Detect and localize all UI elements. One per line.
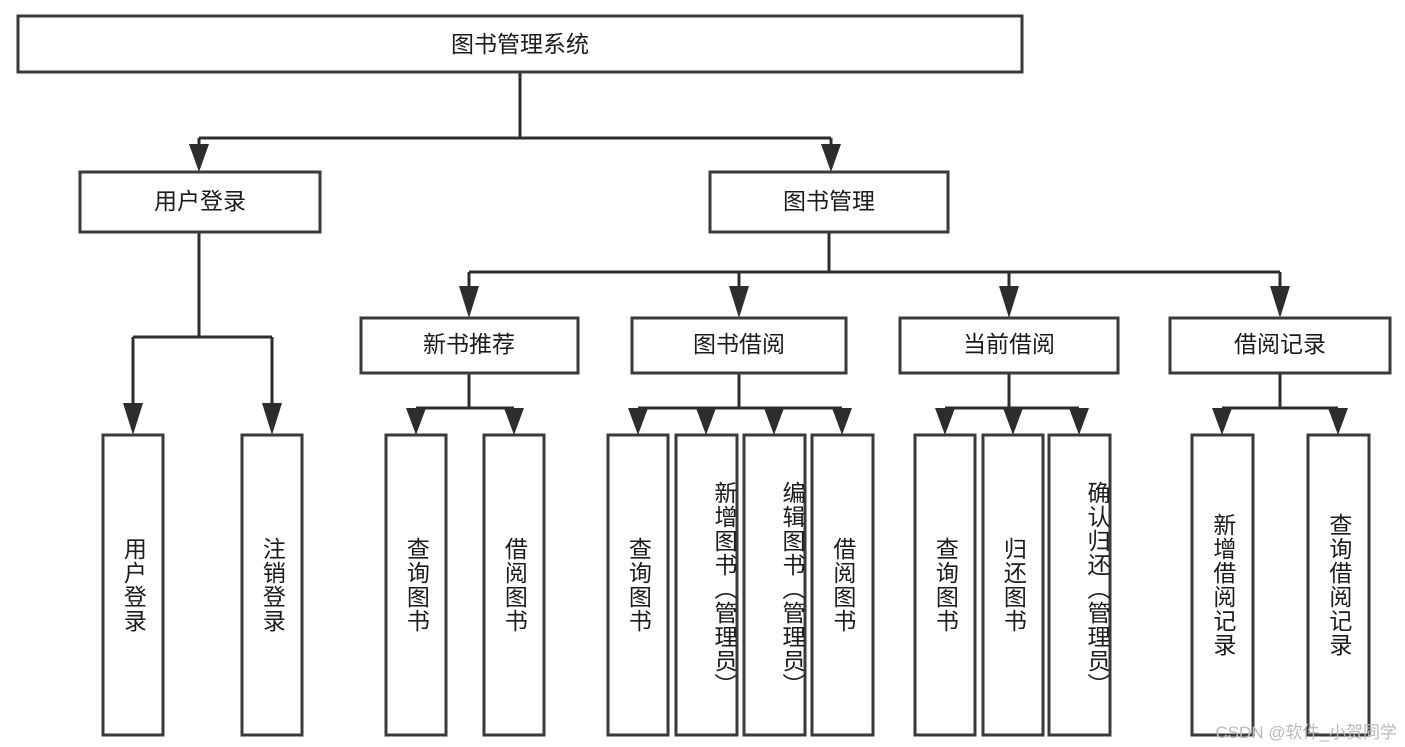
leaf-box-l-cb-confirm[interactable]	[1047, 433, 1112, 737]
arrow-head-l-bb-edit	[764, 408, 784, 435]
leaf-box-l-br-query[interactable]	[1306, 433, 1371, 737]
arrow-head-l-nbr-borrow	[504, 408, 524, 435]
watermark-text: CSDN @软件_小贺同学	[1215, 723, 1397, 742]
leaf-box-l-bb-edit[interactable]	[742, 433, 807, 737]
node-root-label: 图书管理系统	[451, 31, 589, 57]
node-user-login-box[interactable]	[78, 170, 322, 234]
node-book-borrow-label: 图书借阅	[693, 331, 785, 357]
arrow-head-l-br-add	[1212, 408, 1232, 435]
arrow-head-l-nbr-query	[406, 408, 426, 435]
leaf-box-l-cb-query[interactable]	[913, 433, 977, 737]
leaf-box-l-cb-return[interactable]	[981, 433, 1045, 737]
node-new-book-rec[interactable]: 新书推荐	[359, 316, 580, 375]
node-borrow-record[interactable]: 借阅记录	[1168, 316, 1392, 375]
arrow-head-book-borrow	[729, 286, 749, 318]
node-new-book-rec-box[interactable]	[359, 316, 580, 375]
node-current-borrow-label: 当前借阅	[963, 331, 1055, 357]
arrow-head-l-br-query	[1328, 408, 1348, 435]
leaf-box-l-br-add[interactable]	[1190, 433, 1255, 737]
arrow-head-l-bb-query	[628, 408, 648, 435]
arrow-head-current-borrow	[999, 286, 1019, 318]
leaf-box-leaf-user-logout[interactable]	[240, 433, 304, 737]
node-book-manage-label: 图书管理	[783, 188, 875, 214]
node-user-login[interactable]: 用户登录	[78, 170, 322, 234]
node-borrow-record-box[interactable]	[1168, 316, 1392, 375]
arrow-head-l-cb-confirm	[1069, 408, 1089, 435]
leaf-box-l-bb-add[interactable]	[674, 433, 739, 737]
arrow-head-l-cb-return	[1003, 408, 1023, 435]
node-new-book-rec-label: 新书推荐	[423, 331, 515, 357]
arrow-head-leaf-user-login	[123, 403, 143, 435]
leaf-box-leaf-user-login[interactable]	[101, 433, 165, 737]
arrow-head-l-bb-add	[696, 408, 716, 435]
node-user-login-label: 用户登录	[154, 188, 246, 214]
arrow-head-l-cb-query	[935, 408, 955, 435]
node-book-manage[interactable]: 图书管理	[708, 170, 950, 234]
leaf-box-l-bb-borrow[interactable]	[810, 433, 875, 737]
node-root[interactable]: 图书管理系统	[16, 14, 1024, 74]
arrow-head-user-login	[189, 144, 209, 172]
connector-layer	[123, 72, 1348, 435]
node-book-borrow[interactable]: 图书借阅	[630, 316, 848, 375]
leaf-box-layer	[101, 433, 1371, 737]
node-borrow-record-label: 借阅记录	[1234, 331, 1326, 357]
arrow-head-book-manage	[821, 144, 841, 172]
node-root-box[interactable]	[16, 14, 1024, 74]
node-current-borrow-box[interactable]	[898, 316, 1120, 375]
leaf-box-l-bb-query[interactable]	[606, 433, 670, 737]
arrow-head-new-book-rec	[459, 286, 479, 318]
node-current-borrow[interactable]: 当前借阅	[898, 316, 1120, 375]
arrow-head-l-bb-borrow	[832, 408, 852, 435]
arrow-head-borrow-record	[1270, 286, 1290, 318]
leaf-box-l-nbr-query[interactable]	[384, 433, 448, 737]
node-book-manage-box[interactable]	[708, 170, 950, 234]
arrow-head-leaf-user-logout	[262, 403, 282, 435]
node-book-borrow-box[interactable]	[630, 316, 848, 375]
leaf-box-l-nbr-borrow[interactable]	[482, 433, 546, 737]
